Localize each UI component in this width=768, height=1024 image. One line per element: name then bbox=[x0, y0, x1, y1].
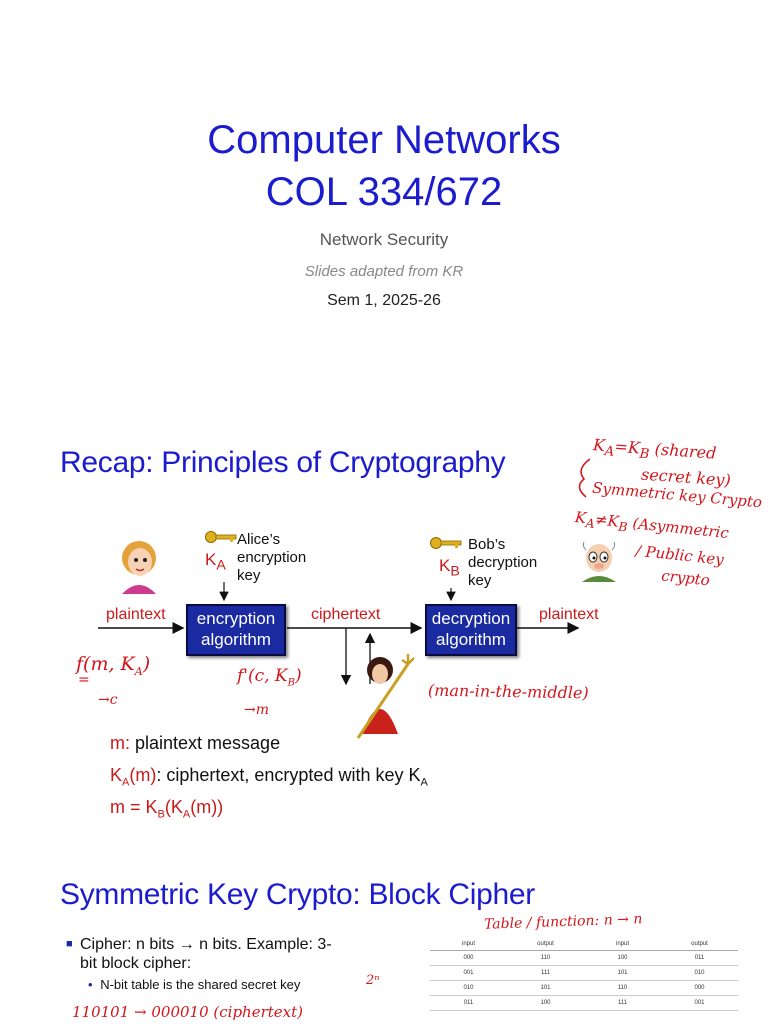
table-cell: 110 bbox=[584, 980, 661, 996]
key-kb: KB bbox=[439, 556, 460, 580]
annotation-f-enc: f(m, KA) bbox=[76, 653, 151, 678]
table-row: 000 110 100 011 bbox=[430, 950, 738, 966]
ciphertext-label: ciphertext bbox=[311, 606, 381, 623]
table-cell: 111 bbox=[507, 965, 584, 981]
table-row: 010 101 110 000 bbox=[430, 980, 738, 996]
cover-source-note: Slides adapted from KR bbox=[304, 263, 464, 280]
def-eq: m = KB(KA(m)) bbox=[110, 797, 224, 821]
table-cell: 010 bbox=[661, 965, 738, 981]
cover-title-line2: COL 334/672 bbox=[265, 170, 503, 214]
bob-key-label: Bob’s decryption key bbox=[468, 536, 538, 589]
sub-bullet: • N-bit table is the shared secret key bbox=[88, 977, 301, 992]
encryption-box: encryption algorithm bbox=[186, 604, 286, 656]
annotation-2n: 2ⁿ bbox=[366, 973, 380, 988]
table-cell: 011 bbox=[661, 950, 738, 966]
table-cell: 100 bbox=[584, 950, 661, 966]
annotation-f-enc-eq: = bbox=[78, 672, 90, 688]
cover-subtitle: Network Security bbox=[319, 230, 449, 249]
table-cell: 101 bbox=[507, 980, 584, 996]
table-cell: 000 bbox=[661, 980, 738, 996]
cipher-table: input output input output 000 110 100 01… bbox=[430, 938, 738, 1011]
alice-icon bbox=[122, 541, 156, 594]
key-ka: KA bbox=[205, 550, 226, 574]
plaintext-right: plaintext bbox=[539, 606, 599, 623]
alice-key-icon bbox=[205, 531, 237, 543]
col-input-2: input bbox=[584, 938, 661, 951]
sub-bullet-dot-icon: • bbox=[88, 977, 93, 992]
plaintext-left: plaintext bbox=[106, 606, 166, 623]
annotation-f-dec-result: →m bbox=[244, 702, 270, 718]
slide2-heading: Recap: Principles of Cryptography bbox=[60, 446, 506, 479]
annotation-f-dec: f'(c, KB) bbox=[237, 666, 302, 689]
def-ka: KA(m): ciphertext, encrypted with key KA bbox=[110, 765, 428, 789]
table-row: 001 111 101 010 bbox=[430, 965, 738, 981]
def-m: m: plaintext message bbox=[110, 733, 281, 753]
table-cell: 110 bbox=[507, 950, 584, 966]
bullet-cipher-text: Cipher: n bits → n bits. Example: 3- bit… bbox=[80, 936, 332, 972]
bullet-square-icon: ■ bbox=[66, 938, 73, 950]
annotation-mitm: (man-in-the-middle) bbox=[427, 680, 589, 703]
table-cell: 001 bbox=[430, 965, 507, 981]
table-cell: 100 bbox=[507, 995, 584, 1011]
trudy-icon bbox=[356, 654, 415, 739]
cover-title-line1: Computer Networks bbox=[207, 118, 561, 162]
cover-semester: Sem 1, 2025-26 bbox=[327, 292, 441, 309]
table-cell: 101 bbox=[584, 965, 661, 981]
table-cell: 011 bbox=[430, 995, 507, 1011]
table-cell: 001 bbox=[661, 995, 738, 1011]
col-output-1: output bbox=[507, 938, 584, 951]
slide3-heading: Symmetric Key Crypto: Block Cipher bbox=[60, 878, 535, 911]
annotation-f-enc-result: →c bbox=[98, 692, 118, 708]
table-cell: 010 bbox=[430, 980, 507, 996]
table-row: 011 100 111 001 bbox=[430, 995, 738, 1011]
alice-key-label: Alice’s encryption key bbox=[237, 531, 307, 584]
bob-icon bbox=[582, 541, 616, 582]
table-cell: 111 bbox=[584, 995, 661, 1011]
bob-key-icon bbox=[430, 537, 462, 549]
annotation-brace bbox=[578, 458, 591, 498]
cipher-table-header: input output input output bbox=[430, 938, 738, 951]
col-input-1: input bbox=[430, 938, 507, 951]
bullet-cipher: ■ Cipher: n bits → n bits. Example: 3- b… bbox=[66, 935, 386, 973]
table-cell: 000 bbox=[430, 950, 507, 966]
decryption-box: decryption algorithm bbox=[425, 604, 517, 656]
annotation-example: 110101 → 000010 (ciphertext) bbox=[72, 1003, 303, 1021]
col-output-2: output bbox=[661, 938, 738, 951]
